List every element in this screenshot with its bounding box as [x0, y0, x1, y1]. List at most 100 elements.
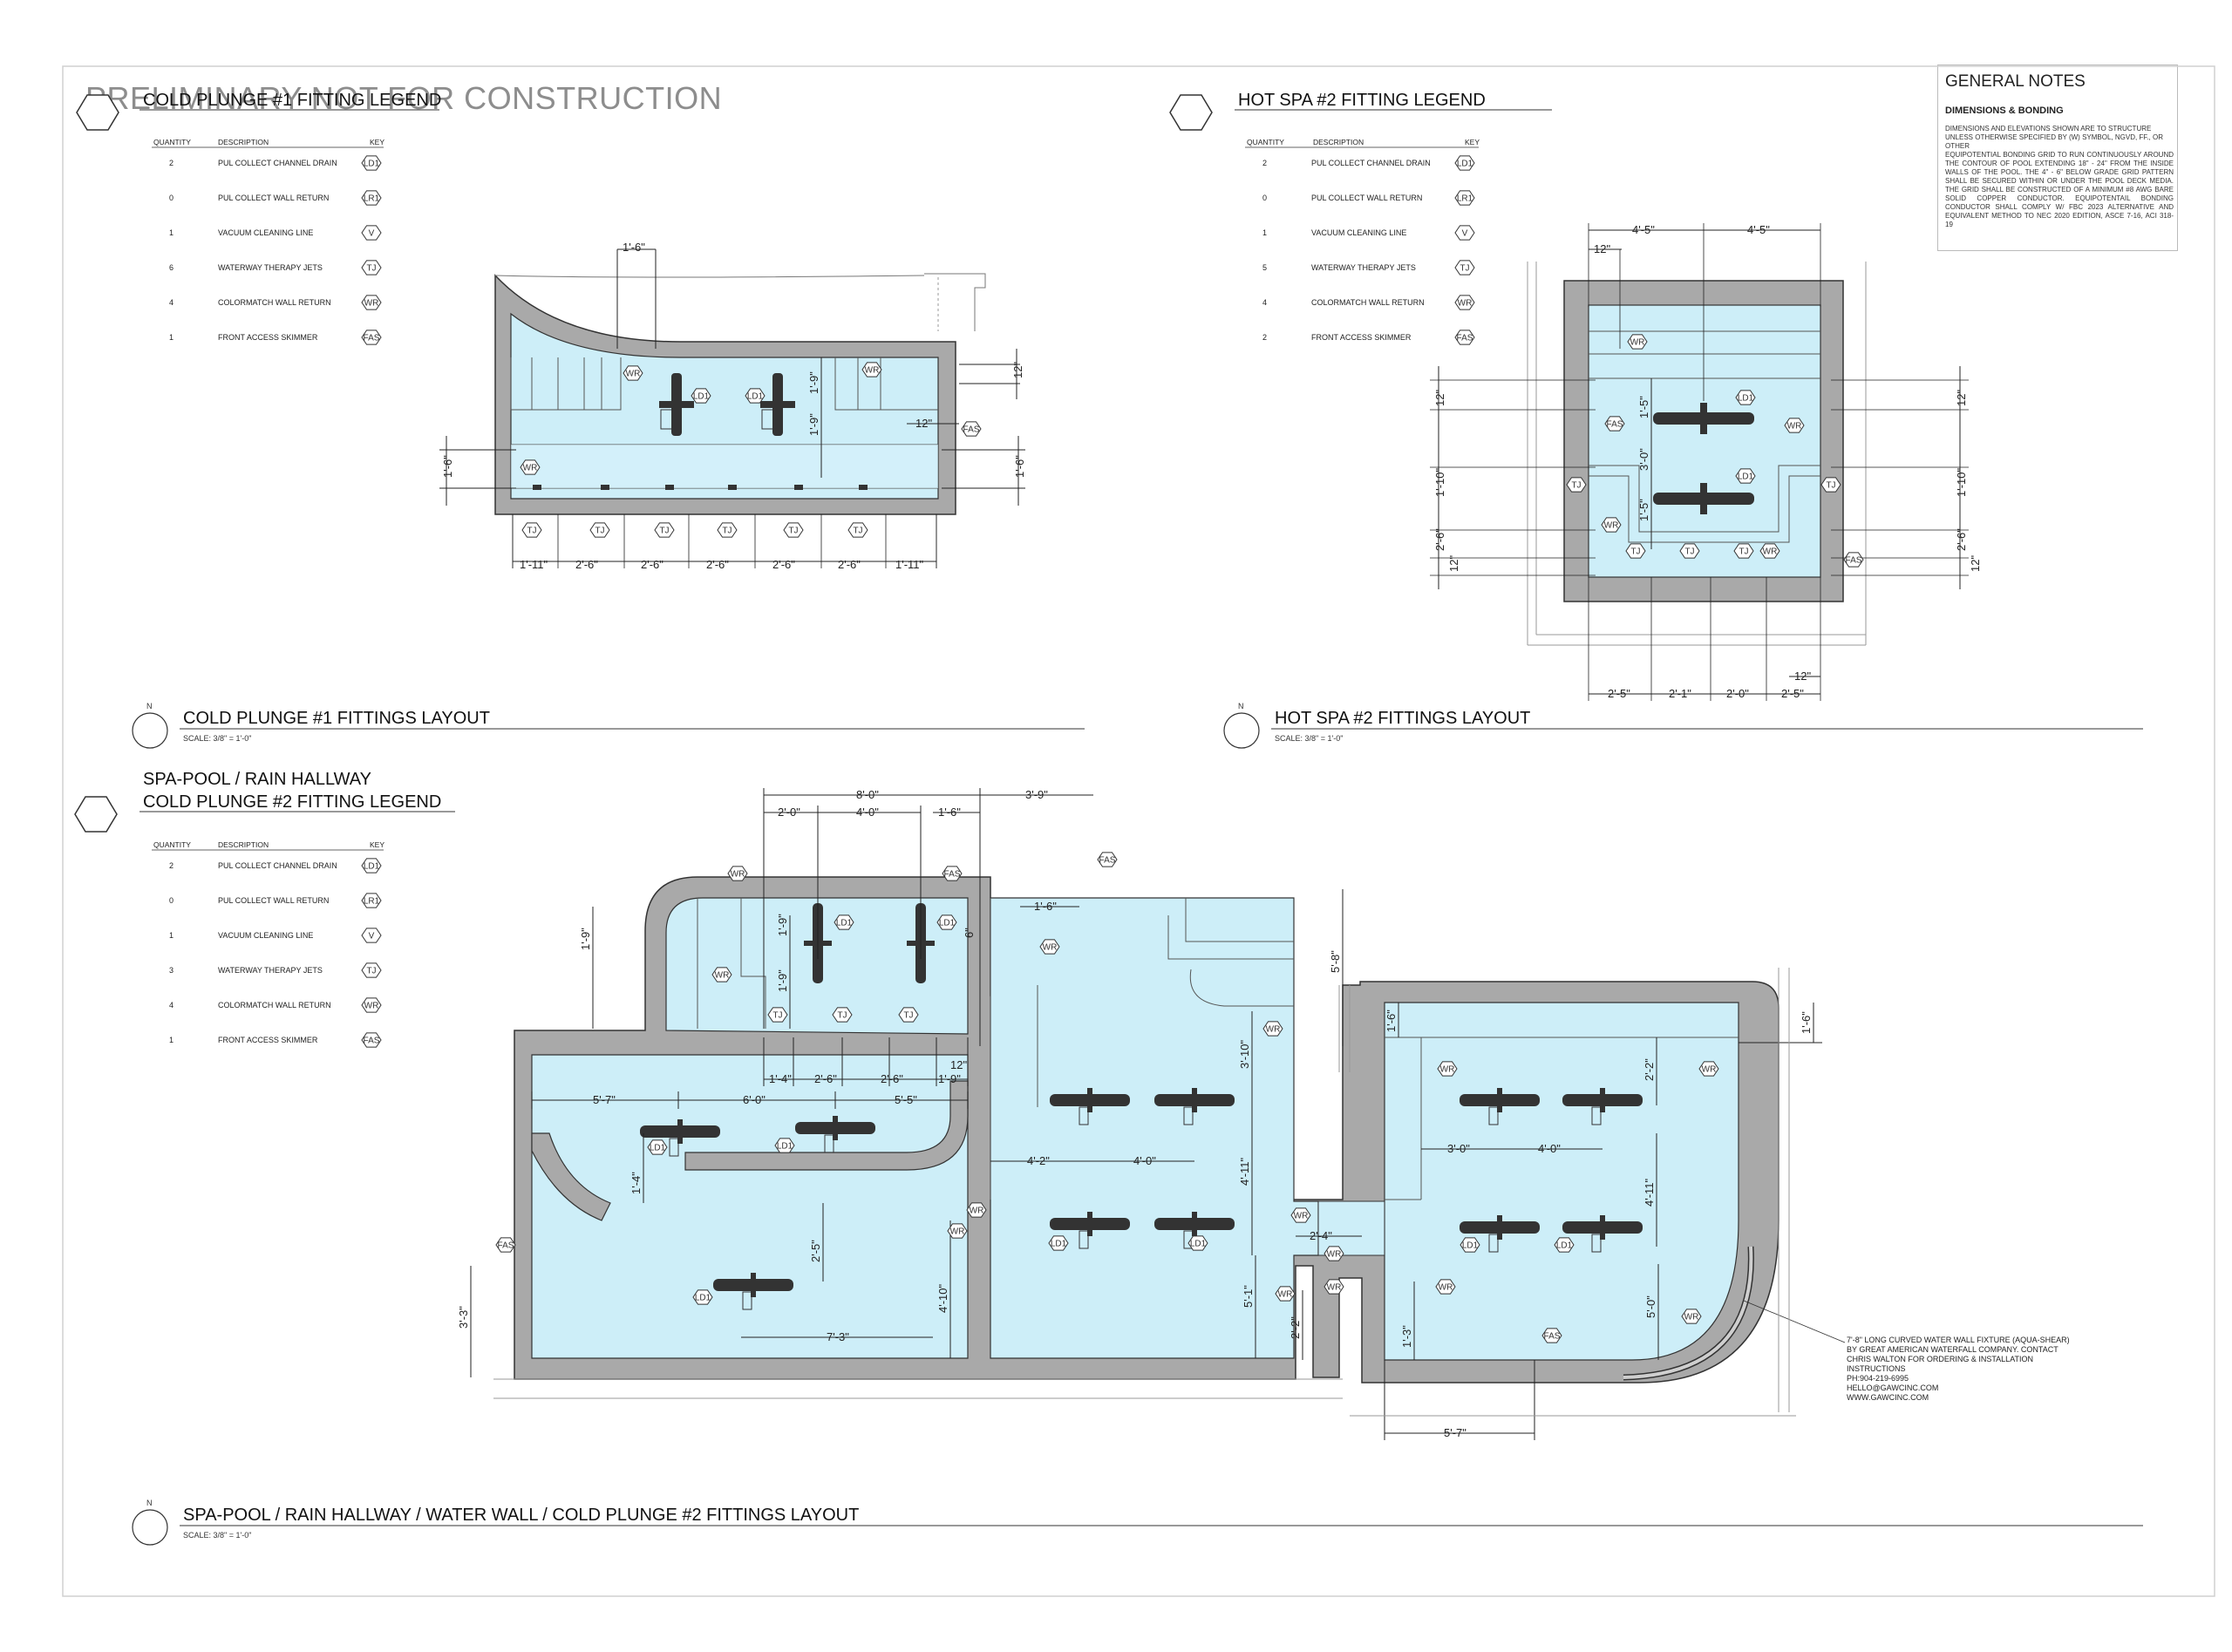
channel-drain-icon [760, 373, 795, 436]
legend-qty: 4 [169, 1001, 174, 1010]
fitting-tag-label: WR [1278, 1290, 1293, 1300]
layout-scale: SCALE: 3/8" = 1'-0" [1275, 734, 1343, 743]
pool-water [990, 897, 1319, 1359]
legend-key-icon: TJ [1454, 260, 1475, 275]
channel-drain-icon [1653, 403, 1754, 434]
fitting-tag-icon: TJ [767, 1007, 788, 1023]
fitting-tag-label: TJ [722, 527, 732, 536]
fitting-tag-label: WR [1684, 1313, 1699, 1322]
hexagon-icon [1262, 1021, 1283, 1037]
dim-label: 2'-4" [1310, 1229, 1332, 1242]
north-label: N [146, 1499, 153, 1507]
legend-key-icon: LR1 [1454, 190, 1475, 206]
channel-drain-icon [1154, 1088, 1235, 1125]
dim-label: 4'-0" [856, 806, 879, 819]
hexagon-icon [589, 522, 610, 538]
dim-label: 1'-6" [441, 455, 454, 478]
dim-label: 1'-9" [776, 914, 789, 936]
fitting-tag-icon: TJ [1566, 477, 1587, 493]
fitting-tag-label: WR [1440, 1065, 1455, 1075]
fitting-tag-icon: TJ [1820, 477, 1841, 493]
fitting-tag-label: TJ [1460, 264, 1469, 274]
legend-qty: 2 [169, 861, 174, 870]
legend-desc: WATERWAY THERAPY JETS [1311, 263, 1416, 272]
dim-label: 1'-11" [895, 558, 924, 571]
dim-label: 2'-2" [1289, 1316, 1302, 1339]
hexagon-icon [495, 1237, 516, 1253]
dim-label: 3'-9" [1025, 788, 1048, 801]
legend-qty: 4 [1262, 298, 1267, 307]
fitting-tag-label: TJ [527, 527, 536, 536]
legend-key-icon: V [1454, 225, 1475, 241]
fitting-tag-label: TJ [772, 1011, 782, 1021]
fitting-tag-label: TJ [659, 527, 669, 536]
legend-header-qty: QUANTITY [153, 840, 191, 849]
hexagon-icon [654, 522, 675, 538]
legend-desc: COLORMATCH WALL RETURN [218, 1001, 331, 1010]
fitting-tag-icon: TJ [847, 522, 868, 538]
legend-qty: 1 [169, 931, 174, 940]
channel-drain-icon [713, 1273, 793, 1310]
section-hex-icon [74, 796, 118, 833]
fitting-tag-label: FAS [1607, 420, 1623, 430]
dim-label: 1'-4" [629, 1172, 643, 1194]
fitting-tag-icon: FAS [1541, 1328, 1562, 1343]
fitting-tag-label: LD1 [1738, 472, 1754, 482]
dim-label: 2'-6" [641, 558, 663, 571]
fitting-tag-icon: LD1 [691, 388, 711, 404]
dim-label: 12" [1969, 555, 1982, 572]
legend-key-icon: FAS [361, 330, 382, 345]
hexagon-icon [1454, 330, 1475, 345]
dim-label: 2'-5" [1608, 687, 1630, 700]
fitting-tag-label: WR [1043, 943, 1058, 953]
fitting-tag-label: TJ [1630, 547, 1640, 557]
note-line: BY GREAT AMERICAN WATERFALL COMPANY. CON… [1847, 1345, 2058, 1354]
legend-desc: WATERWAY THERAPY JETS [218, 263, 323, 272]
fitting-tag-icon: LD1 [936, 914, 957, 930]
legend-title-line1: SPA-POOL / RAIN HALLWAY [143, 770, 371, 789]
legend-key-icon: FAS [361, 1032, 382, 1048]
legend-key-icon: FAS [1454, 330, 1475, 345]
fitting-tag-icon: TJ [521, 522, 542, 538]
fitting-tag-label: TJ [366, 967, 376, 976]
fitting-tag-label: WR [1439, 1283, 1453, 1293]
fitting-tag-label: WR [865, 366, 880, 376]
hexagon-icon [717, 522, 738, 538]
legend-qty: 1 [169, 228, 174, 237]
legend-desc: PUL COLLECT CHANNEL DRAIN [218, 861, 337, 870]
dim-label: 1'-6" [623, 241, 645, 254]
fitting-tag-label: LD1 [650, 1144, 666, 1153]
dim-label: 1'-6" [1385, 1010, 1398, 1032]
hexagon-icon [745, 388, 766, 404]
hexagon-icon [361, 190, 382, 206]
hexagon-icon [361, 1032, 382, 1048]
dim-label: 7'-3" [827, 1330, 849, 1343]
fitting-tag-label: FAS [944, 870, 961, 880]
legend-key-icon: V [361, 225, 382, 241]
legend-header-qty: QUANTITY [153, 138, 191, 146]
north-label: N [1238, 702, 1244, 710]
fitting-tag-icon: TJ [589, 522, 610, 538]
fitting-tag-icon: TJ [717, 522, 738, 538]
fitting-tag-label: TJ [903, 1011, 913, 1021]
dim-label: 1'-6" [1034, 900, 1057, 913]
layout-title: COLD PLUNGE #1 FITTINGS LAYOUT [183, 709, 490, 728]
dim-label: 8'-0" [856, 788, 879, 801]
hexagon-icon [966, 1202, 987, 1218]
fitting-tag-label: WR [1630, 338, 1645, 348]
legend-desc: PUL COLLECT WALL RETURN [218, 896, 329, 905]
general-notes-panel: GENERAL NOTES DIMENSIONS & BONDING DIMEN… [1937, 65, 2178, 251]
fitting-tag-icon: WR [1290, 1207, 1311, 1223]
fitting-tag-label: FAS [1846, 556, 1862, 566]
hexagon-icon [1604, 416, 1625, 432]
legend-qty: 1 [169, 333, 174, 342]
hexagon-icon [692, 1289, 713, 1305]
hexagon-icon [1454, 225, 1475, 241]
channel-drain-icon [1460, 1088, 1540, 1125]
hexagon-icon [1048, 1235, 1069, 1251]
legend-desc: FRONT ACCESS SKIMMER [1311, 333, 1412, 342]
fitting-tag-icon: WR [711, 967, 732, 982]
fitting-tag-label: FAS [364, 1037, 380, 1046]
legend-qty: 2 [1262, 159, 1267, 167]
